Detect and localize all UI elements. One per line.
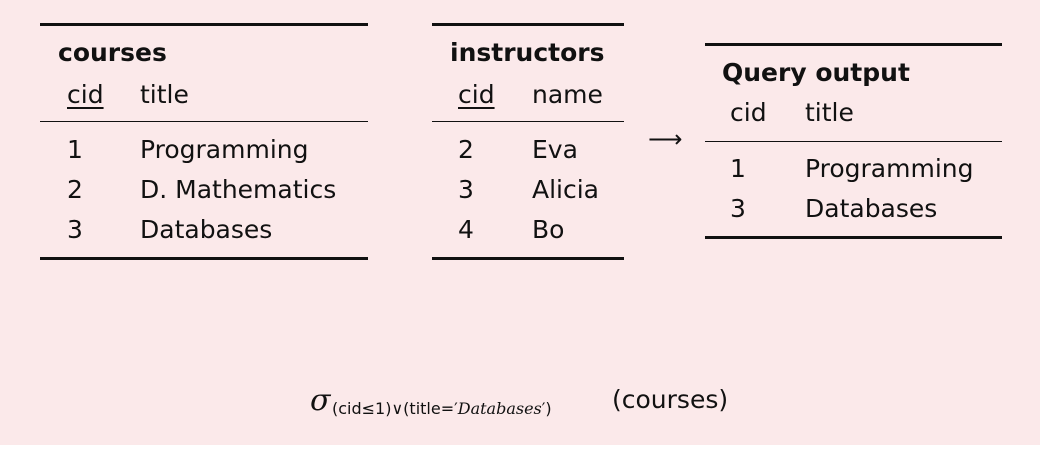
selection-argument: (courses)	[612, 385, 729, 414]
courses-row-3-title: Databases	[140, 215, 273, 244]
instructors-row-1-name: Eva	[532, 135, 578, 164]
instructors-row-3-name: Bo	[532, 215, 565, 244]
instructors-header-name: name	[532, 80, 603, 109]
courses-row-1-title: Programming	[140, 135, 309, 164]
instructors-row-3-cid: 4	[458, 215, 474, 244]
instructors-row-1-cid: 2	[458, 135, 474, 164]
output-header-title: title	[805, 98, 854, 127]
condition-literal: Databases	[457, 399, 542, 418]
courses-row-2-cid: 2	[67, 175, 83, 204]
right-arrow-icon: ⟶	[648, 125, 683, 153]
instructors-header-cid: cid	[458, 80, 495, 109]
condition-prefix: (cid≤1)∨(title=′	[332, 399, 458, 418]
output-top-rule	[705, 43, 1002, 46]
courses-top-rule	[40, 23, 368, 26]
output-row-1-title: Programming	[805, 154, 974, 183]
output-header-cid: cid	[730, 98, 767, 127]
selection-operator: σ	[310, 383, 331, 418]
courses-header-rule	[40, 121, 368, 123]
instructors-table-name: instructors	[450, 38, 605, 67]
courses-header-cid: cid	[67, 80, 104, 109]
courses-row-1-cid: 1	[67, 135, 83, 164]
courses-row-3-cid: 3	[67, 215, 83, 244]
selection-condition: (cid≤1)∨(title=′Databases′)	[332, 398, 552, 420]
query-output-table: Query output cid title 1 Programming 3 D…	[705, 43, 1002, 243]
output-row-1-cid: 1	[730, 154, 746, 183]
output-table-name: Query output	[722, 58, 910, 87]
bottom-edge	[0, 445, 1040, 450]
courses-table-name: courses	[58, 38, 167, 67]
courses-row-2-title: D. Mathematics	[140, 175, 337, 204]
instructors-top-rule	[432, 23, 624, 26]
selection-formula: σ (cid≤1)∨(title=′Databases′) (courses)	[310, 383, 750, 427]
courses-header-title: title	[140, 80, 189, 109]
condition-suffix: ′)	[541, 399, 552, 418]
instructors-header-rule	[432, 121, 624, 123]
instructors-row-2-name: Alicia	[532, 175, 600, 204]
courses-table: courses cid title 1 Programming 2 D. Mat…	[40, 23, 368, 263]
instructors-row-2-cid: 3	[458, 175, 474, 204]
output-row-2-title: Databases	[805, 194, 938, 223]
output-header-rule	[705, 141, 1002, 143]
output-bottom-rule	[705, 236, 1002, 239]
instructors-bottom-rule	[432, 257, 624, 260]
output-row-2-cid: 3	[730, 194, 746, 223]
instructors-table: instructors cid name 2 Eva 3 Alicia 4 Bo	[432, 23, 624, 263]
courses-bottom-rule	[40, 257, 368, 260]
